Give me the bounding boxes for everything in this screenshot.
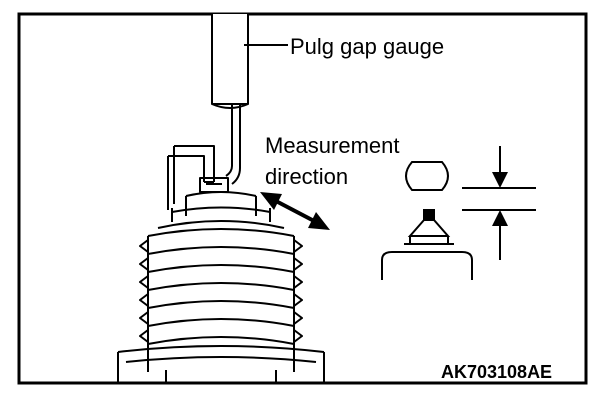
measurement-direction-arrow [260,192,330,230]
gap-gauge [167,14,249,210]
electrode-gap-detail [381,146,536,280]
measurement-label-line2: direction [265,164,349,189]
measurement-label-line1: Measurement [265,133,400,158]
figure-code: AK703108AE [441,362,553,382]
spark-plug [117,177,325,383]
gauge-label: Pulg gap gauge [290,34,445,59]
figure-border [17,12,588,385]
